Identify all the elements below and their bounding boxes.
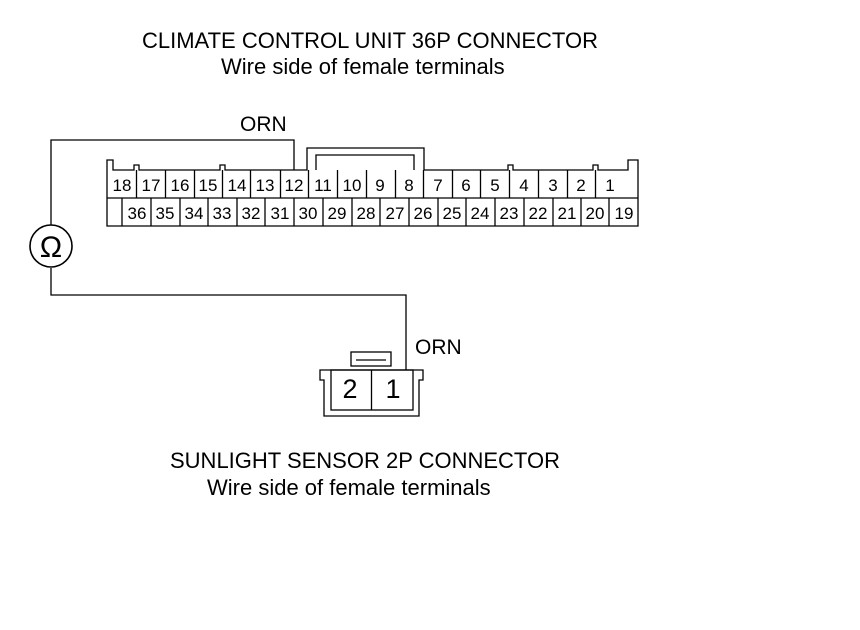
pin-label: 18 — [113, 176, 132, 195]
pin-label: 34 — [185, 204, 204, 223]
pin-label: 22 — [529, 204, 548, 223]
pin-label: 10 — [343, 176, 362, 195]
pin-label: 8 — [404, 176, 413, 195]
pin-label: 17 — [142, 176, 161, 195]
ohm-symbol: Ω — [40, 231, 62, 264]
pin-label: 15 — [199, 176, 218, 195]
ohmmeter-icon: Ω — [29, 224, 73, 268]
pin-label: 14 — [228, 176, 247, 195]
pin-label: 26 — [414, 204, 433, 223]
pin-label: 23 — [500, 204, 519, 223]
pin-label: 12 — [285, 176, 304, 195]
pin-label: 1 — [605, 176, 614, 195]
pin-label: 30 — [299, 204, 318, 223]
pin-label: 24 — [471, 204, 490, 223]
climate-control-connector — [106, 147, 639, 227]
pin-label: 33 — [213, 204, 232, 223]
bottom-connector-subtitle: Wire side of female terminals — [207, 475, 491, 500]
top-connector-row1-pins: 18 17 16 15 14 13 12 11 10 9 8 7 6 5 4 3… — [113, 176, 615, 195]
bottom-wire-color-label: ORN — [415, 336, 462, 359]
pin-label: 21 — [558, 204, 577, 223]
pin-label: 3 — [548, 176, 557, 195]
pin-label: 9 — [375, 176, 384, 195]
sunlight-sensor-pins: 2 1 — [342, 374, 400, 404]
pin-label: 6 — [461, 176, 470, 195]
pin-label: 31 — [271, 204, 290, 223]
wire-bottom-segment — [50, 268, 407, 370]
pin-label: 13 — [256, 176, 275, 195]
pin-label: 11 — [314, 176, 332, 195]
pin-label: 25 — [443, 204, 462, 223]
top-connector-row2-pins: 36 35 34 33 32 31 30 29 28 27 26 25 24 2… — [128, 204, 634, 223]
pin-label: 2 — [576, 176, 585, 195]
pin-label: 4 — [519, 176, 528, 195]
pin-label: 5 — [490, 176, 499, 195]
top-connector-subtitle: Wire side of female terminals — [221, 54, 505, 79]
pin-label: 1 — [385, 374, 400, 404]
pin-label: 35 — [156, 204, 175, 223]
pin-label: 20 — [586, 204, 605, 223]
pin-label: 16 — [171, 176, 190, 195]
pin-label: 29 — [328, 204, 347, 223]
pin-label: 19 — [615, 204, 634, 223]
top-connector-title: CLIMATE CONTROL UNIT 36P CONNECTOR — [142, 28, 598, 53]
pin-label: 28 — [357, 204, 376, 223]
sunlight-sensor-connector — [319, 351, 424, 417]
bottom-connector-title: SUNLIGHT SENSOR 2P CONNECTOR — [170, 448, 560, 473]
wire-path — [50, 139, 407, 370]
pin-label: 36 — [128, 204, 147, 223]
pin-label: 32 — [242, 204, 261, 223]
pin-label: 7 — [433, 176, 442, 195]
pin-label: 2 — [342, 374, 357, 404]
top-wire-color-label: ORN — [240, 113, 287, 136]
wire-top-segment — [50, 139, 295, 226]
pin-label: 27 — [386, 204, 405, 223]
